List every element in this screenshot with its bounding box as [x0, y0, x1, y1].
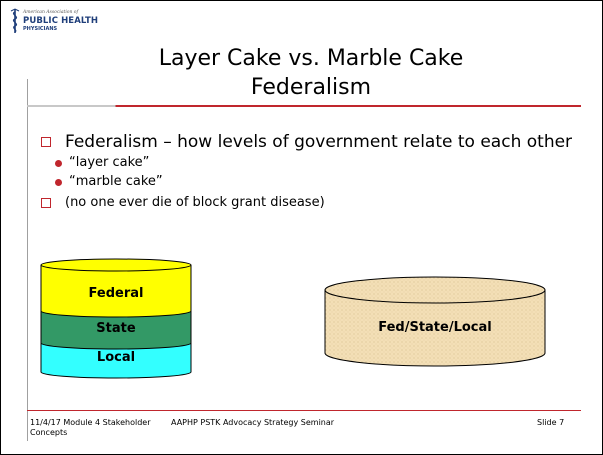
- layer-federal-label: Federal: [89, 286, 144, 301]
- sub-bullet-text: “marble cake”: [69, 174, 163, 189]
- marble-cake: Fed/State/Local: [324, 276, 546, 367]
- slide-title: Layer Cake vs. Marble Cake Federalism: [111, 44, 511, 102]
- aaphp-logo: American Association of PUBLIC HEALTH PH…: [9, 8, 109, 36]
- bullet-federalism: Federalism – how levels of government re…: [41, 131, 581, 153]
- layer-cake-top: [40, 258, 192, 272]
- sub-bullet-layer-cake: “layer cake”: [41, 154, 581, 172]
- bullet-federalism-text: Federalism – how levels of government re…: [65, 132, 573, 152]
- marble-cake-top: [324, 276, 546, 304]
- dot-bullet-icon: [55, 179, 62, 186]
- title-line-2: Federalism: [250, 75, 372, 100]
- square-bullet-icon: [41, 198, 51, 208]
- left-divider: [27, 79, 28, 441]
- layer-federal-band: [41, 265, 191, 311]
- logo-small-text: American Association of: [23, 10, 79, 15]
- layer-cake: Federal State Local: [40, 258, 192, 379]
- marble-cake-label: Fed/State/Local: [378, 320, 492, 335]
- bullet-block-grant: (no one ever die of block grant disease): [41, 194, 581, 212]
- dot-bullet-icon: [55, 160, 62, 167]
- footer-date-module: 11/4/17 Module 4 Stakeholder Concepts: [30, 418, 151, 437]
- footer-slide-number: Slide 7: [537, 418, 565, 427]
- bullet-list: Federalism – how levels of government re…: [41, 131, 581, 212]
- logo-main-text: PUBLIC HEALTH: [23, 16, 99, 26]
- caduceus-icon: [10, 8, 20, 33]
- sub-bullet-marble-cake: “marble cake”: [41, 173, 581, 191]
- layer-local-label: Local: [97, 350, 135, 365]
- title-underline: [27, 105, 581, 107]
- marble-cake-body: [324, 289, 546, 367]
- footer-rule: [27, 410, 581, 411]
- logo-sub-text: PHYSICIANS: [23, 26, 58, 32]
- layer-state-label: State: [96, 321, 136, 336]
- footer-seminar: AAPHP PSTK Advocacy Strategy Seminar: [171, 418, 335, 427]
- title-line-1: Layer Cake vs. Marble Cake: [158, 46, 464, 71]
- bullet-block-grant-text: (no one ever die of block grant disease): [65, 195, 325, 210]
- cakes-illustration: Federal State Local Fed/State/Local: [40, 258, 546, 379]
- layer-cake-bottom-edge: [40, 371, 192, 379]
- square-bullet-icon: [41, 137, 51, 147]
- sub-bullet-text: “layer cake”: [69, 155, 150, 170]
